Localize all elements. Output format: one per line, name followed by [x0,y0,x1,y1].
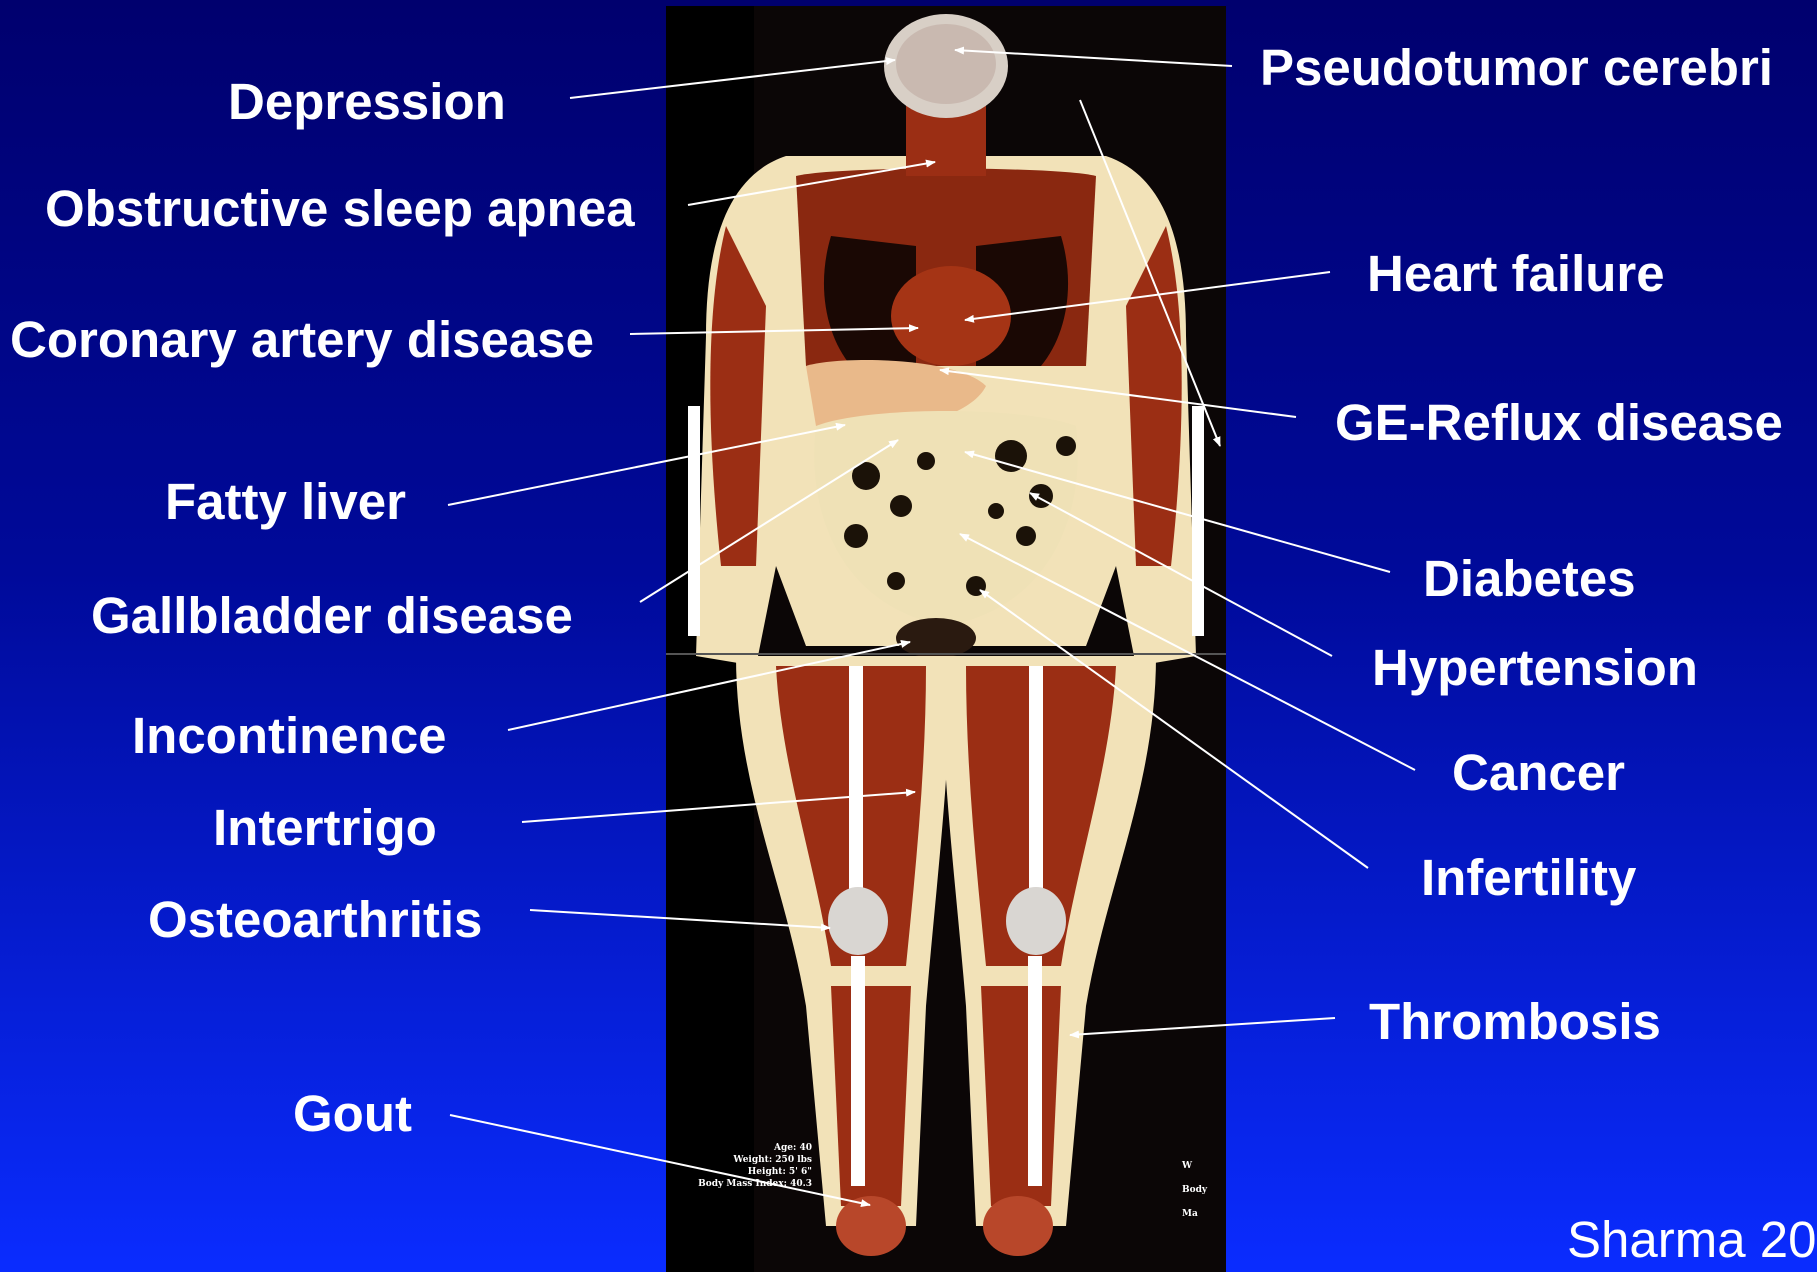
label-heart-failure: Heart failure [1367,248,1665,299]
label-gallbladder-disease: Gallbladder disease [91,590,573,641]
label-infertility: Infertility [1421,852,1636,903]
leader-pseudotumor-2 [1080,100,1220,446]
label-ge-reflux-disease: GE-Reflux disease [1335,397,1783,448]
leader-cancer [960,534,1415,770]
leader-fatty-liver [448,425,845,505]
leader-gout [450,1115,870,1205]
label-diabetes: Diabetes [1423,553,1636,604]
leader-osteoarthritis [530,910,830,928]
leader-coronary [630,328,918,334]
label-gout: Gout [293,1088,412,1139]
leader-depression [570,60,895,98]
leader-diabetes [965,452,1390,572]
source-credit: Sharma 20 [1567,1214,1816,1265]
label-incontinence: Incontinence [132,710,447,761]
label-obstructive-sleep-apnea: Obstructive sleep apnea [45,183,635,234]
label-pseudotumor-cerebri: Pseudotumor cerebri [1260,42,1773,93]
label-thrombosis: Thrombosis [1369,996,1661,1047]
leader-heart-failure [965,272,1330,320]
label-intertrigo: Intertrigo [213,802,437,853]
leader-sleep-apnea [688,162,935,205]
label-osteoarthritis: Osteoarthritis [148,894,482,945]
label-fatty-liver: Fatty liver [165,476,406,527]
leader-thrombosis [1070,1018,1335,1035]
leader-ge-reflux [940,370,1296,417]
label-depression: Depression [228,76,506,127]
label-hypertension: Hypertension [1372,642,1698,693]
leader-gallbladder [640,440,898,602]
leader-pseudotumor [955,50,1232,66]
leader-hypertension [1030,493,1332,656]
label-coronary-artery-disease: Coronary artery disease [10,314,594,365]
leader-intertrigo [522,792,915,822]
label-cancer: Cancer [1452,747,1625,798]
leader-infertility [980,590,1368,868]
leader-incontinence [508,642,910,730]
